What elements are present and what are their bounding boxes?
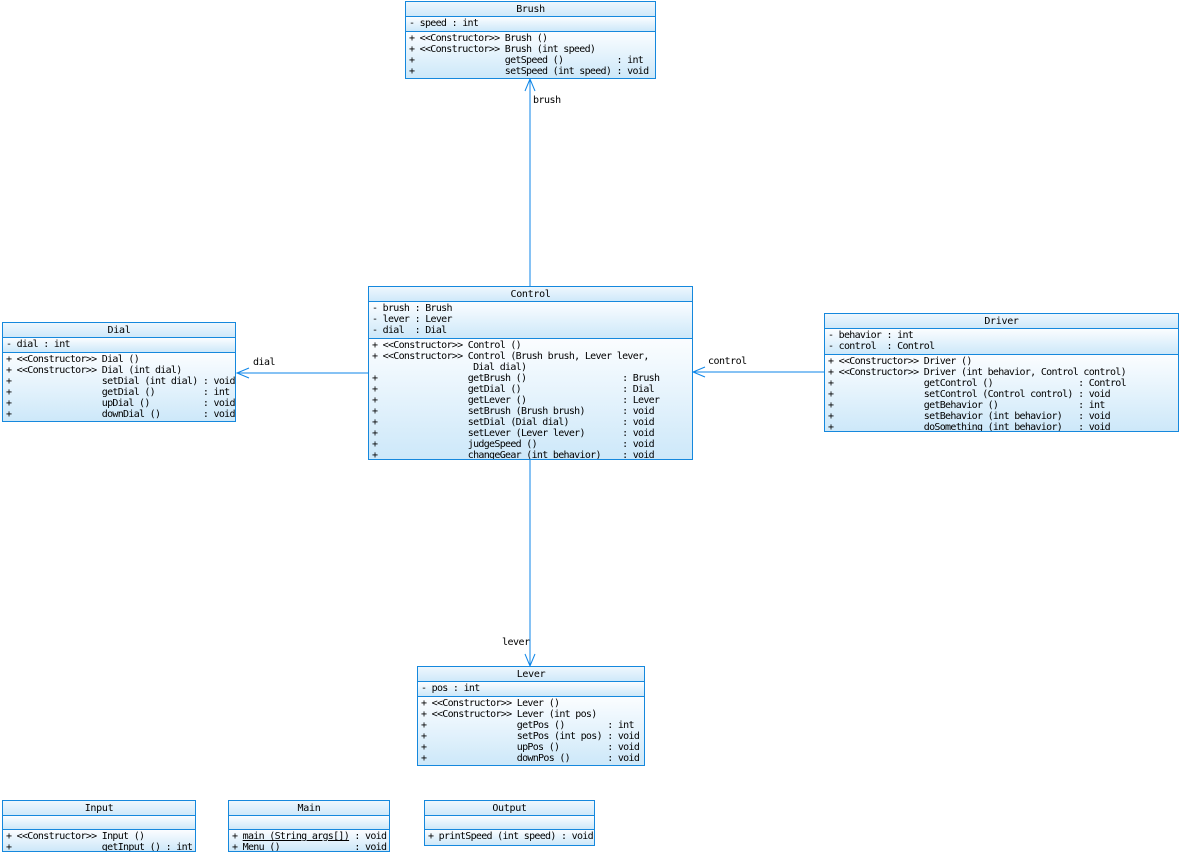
class-title: Lever bbox=[418, 667, 644, 682]
methods-compartment: + <<Constructor>> Lever ()+ <<Constructo… bbox=[418, 697, 644, 765]
method-row: + printSpeed (int speed) : void bbox=[428, 831, 594, 842]
attribute-row: - brush : Brush bbox=[372, 303, 453, 314]
method-row: + setSpeed (int speed) : void bbox=[409, 66, 649, 77]
method-row: + getDial () : int bbox=[6, 387, 230, 398]
class-title: Driver bbox=[825, 314, 1178, 329]
method-row: + <<Constructor>> Dial () bbox=[6, 354, 140, 365]
method-row: + getBrush () : Brush bbox=[372, 373, 660, 384]
methods-compartment: + main (String args[]) : void+ Menu () :… bbox=[229, 830, 389, 851]
method-row: + doSomething (int behavior) : void bbox=[828, 422, 1111, 431]
method-row: + <<Constructor>> Brush (int speed) bbox=[409, 44, 596, 55]
class-box-driver[interactable]: Driver- behavior : int- control : Contro… bbox=[824, 313, 1179, 432]
methods-compartment: + <<Constructor>> Dial ()+ <<Constructor… bbox=[3, 353, 235, 421]
class-title: Main bbox=[229, 801, 389, 816]
method-row: + <<Constructor>> Input () bbox=[6, 831, 145, 842]
method-row: + <<Constructor>> Dial (int dial) bbox=[6, 365, 182, 376]
method-row: + getInput () : int bbox=[6, 842, 193, 851]
class-box-dial[interactable]: Dial- dial : int + <<Constructor>> Dial (… bbox=[2, 322, 236, 422]
attributes-compartment bbox=[229, 816, 389, 830]
method-row: + setControl (Control control) : void bbox=[828, 389, 1111, 400]
method-row: + downDial () : void bbox=[6, 409, 235, 420]
arrowhead-icon bbox=[691, 366, 706, 378]
class-box-output[interactable]: Output + printSpeed (int speed) : void bbox=[424, 800, 595, 846]
attributes-compartment: - dial : int bbox=[3, 338, 235, 353]
method-row: + <<Constructor>> Driver () bbox=[828, 356, 972, 367]
attribute-row: - speed : int bbox=[409, 18, 479, 29]
method-row: + <<Constructor>> Brush () bbox=[409, 33, 548, 44]
method-row: + getBehavior () : int bbox=[828, 400, 1105, 411]
method-row: Dial dial) bbox=[372, 362, 527, 373]
class-box-input[interactable]: Input + <<Constructor>> Input ()+ getInpu… bbox=[2, 800, 196, 852]
attribute-row: - lever : Lever bbox=[372, 314, 453, 325]
method-row: + <<Constructor>> Driver (int behavior, … bbox=[828, 367, 1127, 378]
attribute-row: - control : Control bbox=[828, 341, 935, 352]
connector-label-driver-to-control: control bbox=[708, 356, 747, 367]
method-row: + setBrush (Brush brush) : void bbox=[372, 406, 655, 417]
method-row: + getPos () : int bbox=[421, 720, 635, 731]
methods-compartment: + <<Constructor>> Control ()+ <<Construc… bbox=[369, 339, 692, 459]
connector-label-control-to-lever: lever bbox=[502, 637, 530, 648]
method-row: + downPos () : void bbox=[421, 753, 640, 764]
method-row: + setDial (Dial dial) : void bbox=[372, 417, 655, 428]
attributes-compartment bbox=[3, 816, 195, 830]
class-title: Output bbox=[425, 801, 594, 816]
class-box-lever[interactable]: Lever- pos : int + <<Constructor>> Lever … bbox=[417, 666, 645, 766]
method-row: + setLever (Lever lever) : void bbox=[372, 428, 655, 439]
attribute-row: - dial : Dial bbox=[372, 325, 447, 336]
class-title: Input bbox=[3, 801, 195, 816]
attributes-compartment: - behavior : int- control : Control bbox=[825, 329, 1178, 355]
method-row: + changeGear (int behavior) : void bbox=[372, 450, 655, 459]
method-row: + Menu () : void bbox=[232, 842, 387, 851]
connector-control-to-brush[interactable] bbox=[524, 77, 536, 286]
method-row: + <<Constructor>> Control () bbox=[372, 340, 522, 351]
class-title: Brush bbox=[406, 2, 655, 17]
class-title: Dial bbox=[3, 323, 235, 338]
class-title: Control bbox=[369, 287, 692, 302]
attribute-row: - behavior : int bbox=[828, 330, 914, 341]
method-row: + judgeSpeed () : void bbox=[372, 439, 655, 450]
arrowhead-icon bbox=[524, 77, 536, 92]
method-row: + getSpeed () : int bbox=[409, 55, 644, 66]
class-box-brush[interactable]: Brush- speed : int + <<Constructor>> Brus… bbox=[405, 1, 656, 79]
method-row: + getLever () : Lever bbox=[372, 395, 660, 406]
arrowhead-icon bbox=[235, 367, 250, 379]
methods-compartment: + printSpeed (int speed) : void bbox=[425, 830, 594, 845]
connector-label-control-to-dial: dial bbox=[253, 357, 276, 368]
methods-compartment: + <<Constructor>> Driver ()+ <<Construct… bbox=[825, 355, 1178, 431]
arrowhead-icon bbox=[524, 653, 536, 668]
class-box-control[interactable]: Control- brush : Brush- lever : Lever- d… bbox=[368, 286, 693, 460]
methods-compartment: + <<Constructor>> Input ()+ getInput () … bbox=[3, 830, 195, 851]
method-row: + setBehavior (int behavior) : void bbox=[828, 411, 1111, 422]
method-row: + getDial () : Dial bbox=[372, 384, 655, 395]
method-row: + <<Constructor>> Lever (int pos) bbox=[421, 709, 597, 720]
connector-control-to-lever[interactable] bbox=[524, 460, 536, 668]
method-row: + <<Constructor>> Lever () bbox=[421, 698, 560, 709]
method-row: + main (String args[]) : void bbox=[232, 831, 387, 842]
attribute-row: - dial : int bbox=[6, 339, 71, 350]
attribute-row: - pos : int bbox=[421, 683, 480, 694]
methods-compartment: + <<Constructor>> Brush ()+ <<Constructo… bbox=[406, 32, 655, 78]
attributes-compartment: - brush : Brush- lever : Lever- dial : D… bbox=[369, 302, 692, 339]
method-row: + setDial (int dial) : void bbox=[6, 376, 235, 387]
attributes-compartment: - pos : int bbox=[418, 682, 644, 697]
method-row: + setPos (int pos) : void bbox=[421, 731, 640, 742]
connector-label-control-to-brush: brush bbox=[533, 95, 561, 106]
class-box-main[interactable]: Main + main (String args[]) : void+ Menu … bbox=[228, 800, 390, 852]
attributes-compartment bbox=[425, 816, 594, 830]
method-row: + upDial () : void bbox=[6, 398, 235, 409]
connector-control-to-dial[interactable] bbox=[235, 367, 368, 379]
method-row: + getControl () : Control bbox=[828, 378, 1127, 389]
method-row: + <<Constructor>> Control (Brush brush, … bbox=[372, 351, 649, 362]
method-row: + upPos () : void bbox=[421, 742, 640, 753]
attributes-compartment: - speed : int bbox=[406, 17, 655, 32]
connector-driver-to-control[interactable] bbox=[691, 366, 824, 378]
